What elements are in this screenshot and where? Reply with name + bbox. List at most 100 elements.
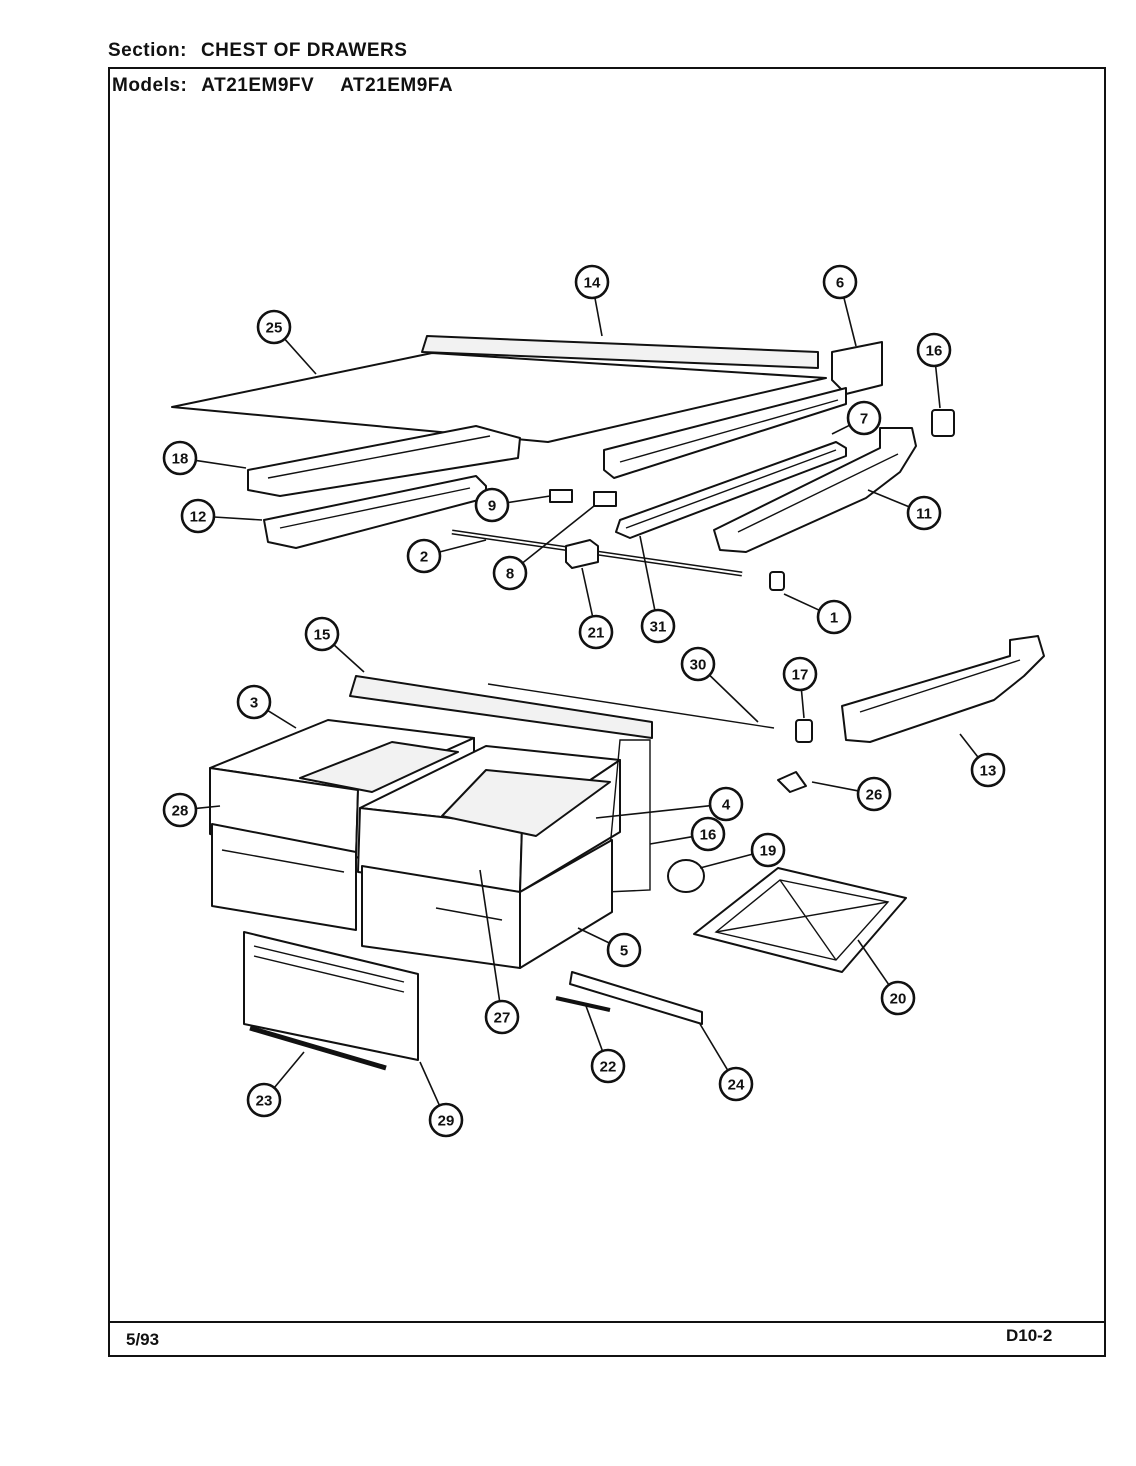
callout-leader <box>581 567 594 617</box>
callout-22: 22 <box>585 1005 626 1084</box>
footer-page-code: D10-2 <box>1006 1326 1053 1345</box>
callout-8: 8 <box>492 505 595 591</box>
section-header: Section: CHEST OF DRAWERS <box>108 40 407 62</box>
part-clip-17 <box>795 719 813 743</box>
callout-number: 17 <box>792 667 809 684</box>
callout-leader <box>585 1005 604 1052</box>
callout-leader <box>522 505 595 564</box>
part-cover-rail-right <box>603 387 847 479</box>
callout-leader <box>639 535 656 611</box>
part-bottom-trim <box>249 1025 387 1071</box>
part-drawer-front <box>243 931 419 1061</box>
part-stop-block <box>565 539 599 569</box>
callout-27: 27 <box>479 869 520 1035</box>
callout-number: 4 <box>722 797 731 814</box>
callout-9: 9 <box>474 487 551 523</box>
callout-12: 12 <box>180 498 263 534</box>
callout-1: 1 <box>783 593 852 635</box>
callout-number: 1 <box>830 610 838 627</box>
callout-number: 11 <box>916 506 932 523</box>
callout-number: 28 <box>172 803 189 820</box>
callout-26: 26 <box>811 776 892 812</box>
callout-number: 18 <box>172 451 189 468</box>
callout-number: 24 <box>728 1077 745 1094</box>
callout-leader <box>419 1061 441 1106</box>
callout-20: 20 <box>857 939 916 1016</box>
callout-number: 30 <box>690 657 707 674</box>
part-support-bracket-11 <box>713 427 917 553</box>
callout-leader <box>867 489 910 508</box>
part-clip-19 <box>667 859 705 893</box>
part-support-bracket-13 <box>841 635 1045 743</box>
callout-number: 16 <box>926 343 943 360</box>
callout-leader <box>333 644 365 673</box>
part-clip-26 <box>777 771 807 793</box>
callout-number: 23 <box>256 1093 273 1110</box>
callout-4: 4 <box>595 786 744 822</box>
callout-leader <box>857 939 890 986</box>
callout-13: 13 <box>959 733 1006 788</box>
callout-leader <box>959 733 979 758</box>
callout-leader <box>811 781 859 792</box>
callout-21: 21 <box>578 567 614 650</box>
callout-11: 11 <box>867 489 942 531</box>
callout-leader <box>649 835 693 845</box>
callout-number: 16 <box>700 827 717 844</box>
callout-number: 26 <box>866 787 883 804</box>
section-label: Section: <box>108 40 187 61</box>
part-end-cap <box>831 341 883 395</box>
callout-16: 16 <box>649 816 726 852</box>
callout-number: 5 <box>620 943 628 960</box>
callout-leader <box>934 365 941 409</box>
footer-divider <box>108 1321 1106 1323</box>
callout-leader <box>831 424 851 435</box>
callout-leader <box>595 804 711 819</box>
callout-number: 9 <box>488 498 496 515</box>
callout-31: 31 <box>639 535 676 644</box>
part-frame-20 <box>693 867 907 973</box>
callout-leader <box>843 297 857 347</box>
callout-leader <box>267 709 297 729</box>
callout-leader <box>577 927 610 944</box>
part-slide-22 <box>555 996 611 1012</box>
callout-leader <box>783 593 820 612</box>
callout-leader <box>507 495 551 504</box>
callout-number: 14 <box>584 275 601 292</box>
footer-date: 5/93 <box>126 1330 160 1349</box>
callout-3: 3 <box>236 684 297 729</box>
callout-30: 30 <box>680 646 759 723</box>
callout-leader <box>479 869 501 1002</box>
callout-number: 15 <box>314 627 331 644</box>
parts-drawing <box>171 335 1045 1071</box>
part-lower-drawer-left <box>211 823 357 931</box>
callout-leader <box>273 1051 305 1089</box>
callout-number: 8 <box>506 566 514 583</box>
callout-15: 15 <box>304 616 365 673</box>
callout-18: 18 <box>162 440 247 476</box>
callout-number: 7 <box>860 411 868 428</box>
callout-17: 17 <box>782 656 818 719</box>
part-shelf-glass <box>171 352 827 443</box>
callout-28: 28 <box>162 792 221 828</box>
model-1: AT21EM9FV <box>201 75 315 96</box>
part-front-trim <box>349 675 653 739</box>
callout-number: 25 <box>266 320 283 337</box>
callout-number: 31 <box>650 619 667 636</box>
part-clip-top <box>931 409 955 437</box>
callout-number: 22 <box>600 1059 617 1076</box>
part-block-9 <box>549 489 573 503</box>
callout-16: 16 <box>916 332 952 409</box>
callout-leader <box>800 689 805 719</box>
callout-number: 27 <box>494 1010 511 1027</box>
callout-number: 21 <box>588 625 605 642</box>
callout-number: 12 <box>190 509 207 526</box>
callout-number: 6 <box>836 275 844 292</box>
callout-24: 24 <box>699 1023 754 1102</box>
callout-number: 3 <box>250 695 258 712</box>
callout-leader <box>708 674 759 723</box>
section-value: CHEST OF DRAWERS <box>200 40 408 61</box>
part-rear-trim <box>421 335 819 369</box>
callout-19: 19 <box>699 832 786 869</box>
